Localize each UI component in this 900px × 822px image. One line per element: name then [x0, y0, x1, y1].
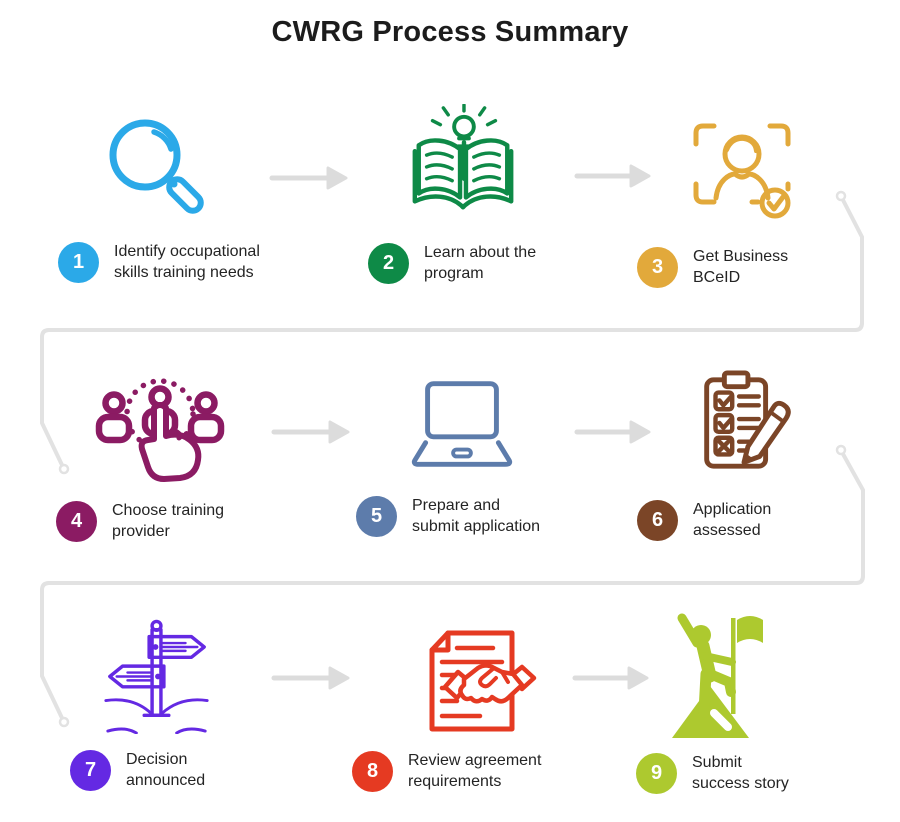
step-label: Choose training provider: [112, 502, 225, 540]
scan-frame: [693, 123, 791, 205]
step-4-label-row: 4 Choose training provider: [56, 500, 224, 542]
clipboard-clip: [721, 370, 751, 390]
person: [713, 134, 771, 201]
pointer-hand: [138, 402, 202, 482]
step-label: Prepare and submit application: [412, 497, 541, 535]
arrow-step1-step2: [269, 166, 348, 190]
step-number-badge: 4: [56, 500, 97, 542]
arrow-step4-step5: [271, 420, 350, 444]
arrow-step2-step3: [574, 164, 651, 188]
step-6-label-row: 6 Application assessed: [637, 499, 771, 541]
flag-pole: [731, 618, 736, 714]
step-3-label-row: 3 Get Business BCeID: [637, 246, 788, 288]
arrow-step7-step8: [271, 666, 350, 690]
step-2-label-row: 2 Learn about the program: [368, 242, 536, 284]
step-label: Get Business BCeID: [693, 248, 789, 286]
flag: [737, 616, 763, 643]
mountain-highlight: [710, 709, 732, 731]
step-label: Application assessed: [693, 501, 772, 539]
step-7-label-row: 7 Decision announced: [70, 749, 205, 791]
laptop-icon: [403, 378, 521, 470]
step-5-label-row: 5 Prepare and submit application: [356, 495, 540, 537]
check-circle: [759, 187, 791, 219]
document-handshake-icon: [412, 624, 540, 738]
row2-to-row3-connector: [40, 444, 865, 728]
step-number-badge: 5: [356, 495, 397, 537]
arrow-step8-step9: [572, 666, 649, 690]
right-arrow-sign: [147, 634, 206, 660]
step-8-label-row: 8 Review agreement requirements: [352, 750, 541, 792]
step-label: Identify occupational skills training ne…: [114, 243, 260, 281]
left-arrow-sign: [108, 664, 166, 689]
laptop-screen: [425, 381, 499, 440]
step-label: Decision announced: [126, 751, 206, 789]
right-person: [187, 391, 225, 444]
laptop-touchpad: [451, 447, 473, 459]
flag-on-summit-icon: [660, 610, 768, 740]
open-book: [412, 138, 514, 210]
arrow-step5-step6: [574, 420, 651, 444]
magnifying-glass-icon: [96, 110, 211, 225]
step-number-badge: 1: [58, 241, 99, 283]
pencil: [741, 400, 791, 465]
step-label: Review agreement requirements: [408, 752, 542, 790]
select-person-hand-icon: [85, 376, 235, 494]
step-number-badge: 2: [368, 242, 409, 284]
step-number-badge: 7: [70, 749, 111, 791]
step-label: Learn about the program: [424, 244, 537, 282]
step-label: Submit success story: [692, 754, 789, 792]
road-curves: [104, 698, 209, 734]
step-number-badge: 6: [637, 499, 678, 541]
step-number-badge: 9: [636, 752, 677, 794]
page-title: CWRG Process Summary: [271, 16, 629, 48]
signpost-crossroads-icon: [98, 616, 216, 734]
handshake: [442, 663, 537, 704]
left-person: [95, 391, 133, 444]
checkboxes: [713, 390, 761, 457]
face-id-check-icon: [682, 112, 802, 232]
step-9-label-row: 9 Submit success story: [636, 752, 789, 794]
open-book-lightbulb-icon: [404, 104, 522, 222]
step-1-label-row: 1 Identify occupational skills training …: [58, 241, 260, 283]
checklist-pencil-icon: [685, 368, 803, 478]
climber: [677, 613, 736, 718]
row1-to-row2-connector: [40, 190, 864, 475]
step-number-badge: 3: [637, 246, 678, 288]
laptop-base: [411, 440, 513, 467]
step-number-badge: 8: [352, 750, 393, 792]
